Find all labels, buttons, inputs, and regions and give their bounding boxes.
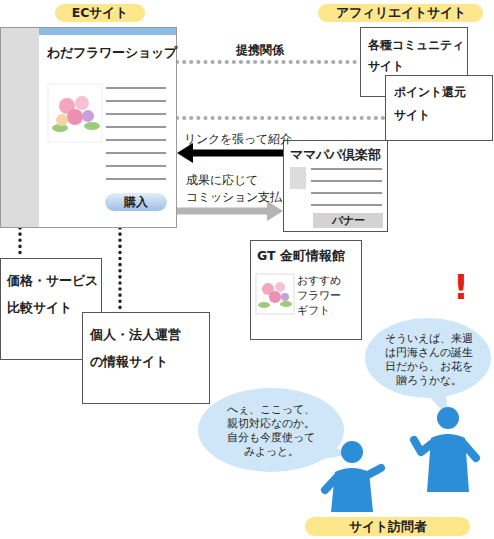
- dotted-link: [118, 228, 122, 312]
- visitor-figure: [414, 407, 476, 492]
- node-text: GT 金町情報館: [257, 247, 361, 264]
- dotted-link: [177, 116, 385, 120]
- node-text: そういえば、来週 は円海さんの誕生 日だから、お花を 贈ろうかな。: [379, 331, 479, 387]
- node-text: ポイント還元 サイト: [394, 81, 490, 127]
- node-text: わだフラワーショップ: [47, 44, 175, 62]
- node-text: 購入: [105, 193, 167, 211]
- person-arm: [414, 440, 434, 452]
- flow-arrow: [189, 150, 283, 157]
- banner-band: バナー: [313, 213, 383, 228]
- bubble-shape: [198, 388, 344, 472]
- edge-label: 成果に応じて コミッション支払: [186, 172, 281, 206]
- section-tag: ECサイト: [55, 4, 145, 22]
- node-text: 各種コミュニティ サイト: [368, 35, 466, 77]
- person-arm: [325, 476, 338, 490]
- dotted-link: [177, 60, 360, 64]
- node-text: アフィリエイトサイト: [318, 4, 483, 22]
- speech-bubble: そういえば、来週 は円海さんの誕生 日だから、お花を 贈ろうかな。: [365, 318, 491, 398]
- node-text: 個人・法人運営 の情報サイト: [90, 321, 206, 375]
- dotted-link: [18, 228, 22, 258]
- buy-button: 購入: [105, 193, 167, 211]
- edge-label: 提携関係: [236, 42, 306, 58]
- node-text: サイト訪問者: [305, 517, 470, 536]
- person-arm: [366, 468, 381, 476]
- section-tag: サイト訪問者: [305, 517, 470, 536]
- bubble-ellipse: [365, 318, 491, 398]
- node-text: へぇ、ここって、 親切対応なのか。 自分も今度使って みよっと。: [214, 402, 328, 458]
- edge-label: リンクを張って紹介: [184, 131, 292, 147]
- site-box: ママパパ倶楽部バナー: [283, 140, 388, 232]
- site-window: わだフラワーショップ購入: [0, 27, 177, 228]
- speech-bubble: へぇ、ここって、 親切対応なのか。 自分も今度使って みよっと。: [198, 388, 344, 472]
- site-box: ポイント還元 サイト: [385, 75, 493, 141]
- site-box: 個人・法人運営 の情報サイト: [82, 312, 210, 404]
- node-text: おすすめ フラワー ギフト: [297, 273, 359, 318]
- node-text: ママパパ倶楽部: [290, 146, 386, 163]
- flow-arrow: [177, 208, 271, 215]
- node-text: バナー: [313, 213, 383, 228]
- site-box: GT 金町情報館おすすめ フラワー ギフト: [250, 240, 362, 340]
- person-body: [427, 434, 469, 492]
- exclamation-mark: !: [448, 268, 474, 306]
- bubble-ellipse: [198, 388, 344, 472]
- person-body: [331, 468, 373, 512]
- section-tag: アフィリエイトサイト: [318, 4, 483, 22]
- person-head: [437, 407, 459, 429]
- person-arm: [462, 442, 476, 458]
- node-text: ECサイト: [55, 4, 145, 22]
